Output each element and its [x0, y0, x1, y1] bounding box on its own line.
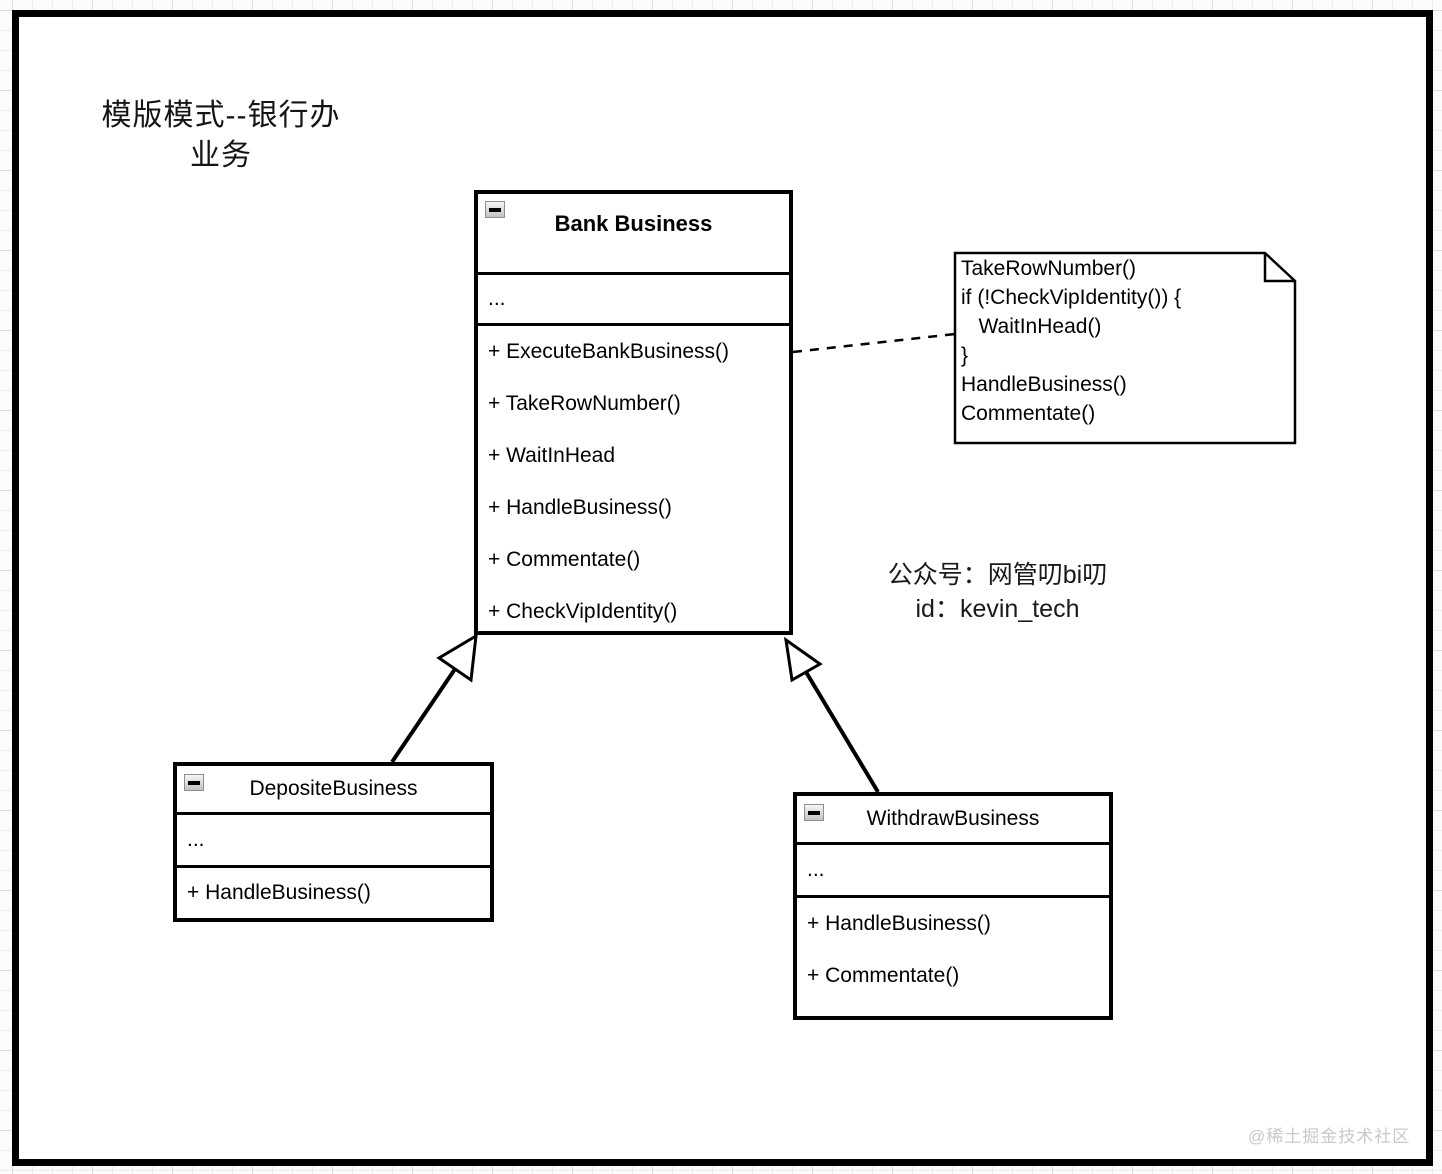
method-item: + Commentate()	[807, 964, 960, 987]
method-item: + Commentate()	[488, 548, 641, 571]
section-divider	[177, 812, 490, 815]
page-title-line1: 模版模式--银行办	[101, 99, 341, 132]
method-item: + TakeRowNumber()	[488, 392, 681, 415]
section-divider	[177, 865, 490, 868]
class-name: DepositeBusiness	[249, 777, 418, 800]
minus-glyph	[188, 780, 200, 785]
wechat-id-line: id：kevin_tech	[915, 595, 1080, 623]
class-title-row: WithdrawBusiness	[797, 796, 1109, 842]
collapse-icon[interactable]	[485, 201, 505, 218]
section-divider	[478, 272, 789, 275]
fields-section: ...	[807, 858, 825, 881]
class-box-deposite-business[interactable]: DepositeBusiness ... + HandleBusiness()	[173, 762, 494, 922]
class-title-row: DepositeBusiness	[177, 766, 490, 812]
note-line: if (!CheckVipIdentity()) {	[961, 286, 1182, 309]
section-divider	[478, 323, 789, 326]
class-name: WithdrawBusiness	[866, 807, 1040, 830]
note-line: WaitInHead()	[961, 315, 1102, 338]
methods-section: + HandleBusiness() + Commentate()	[797, 898, 1109, 1016]
page-title-line2: 业务	[190, 139, 252, 172]
code-note[interactable]: TakeRowNumber() if (!CheckVipIdentity())…	[961, 254, 1261, 428]
wechat-account-line: 公众号：网管叨bi叨	[887, 561, 1108, 589]
class-name: Bank Business	[554, 211, 713, 236]
method-item: + HandleBusiness()	[187, 881, 371, 904]
section-divider	[797, 842, 1109, 845]
page-title: 模版模式--银行办 业务	[85, 96, 357, 176]
methods-section: + HandleBusiness()	[177, 868, 490, 918]
minus-glyph	[489, 207, 501, 212]
wechat-annotation: 公众号：网管叨bi叨 id：kevin_tech	[855, 558, 1140, 626]
methods-section: + ExecuteBankBusiness() + TakeRowNumber(…	[478, 326, 789, 638]
watermark: @稀土掘金技术社区	[1248, 1127, 1411, 1146]
collapse-icon[interactable]	[184, 774, 204, 791]
method-item: + CheckVipIdentity()	[488, 600, 678, 623]
note-line: }	[961, 344, 969, 367]
note-line: TakeRowNumber()	[961, 257, 1137, 280]
method-item: + WaitInHead	[488, 444, 616, 467]
section-divider	[797, 895, 1109, 898]
method-item: + HandleBusiness()	[807, 912, 991, 935]
minus-glyph	[808, 810, 820, 815]
class-box-withdraw-business[interactable]: WithdrawBusiness ... + HandleBusiness() …	[793, 792, 1113, 1020]
note-line: Commentate()	[961, 402, 1096, 425]
fields-section: ...	[488, 287, 506, 310]
fields-section: ...	[187, 828, 205, 851]
method-item: + HandleBusiness()	[488, 496, 672, 519]
collapse-icon[interactable]	[804, 804, 824, 821]
method-item: + ExecuteBankBusiness()	[488, 340, 730, 363]
class-title-row: Bank Business	[478, 194, 789, 272]
class-box-bank-business[interactable]: Bank Business ... + ExecuteBankBusiness(…	[474, 190, 793, 635]
note-line: HandleBusiness()	[961, 373, 1127, 396]
